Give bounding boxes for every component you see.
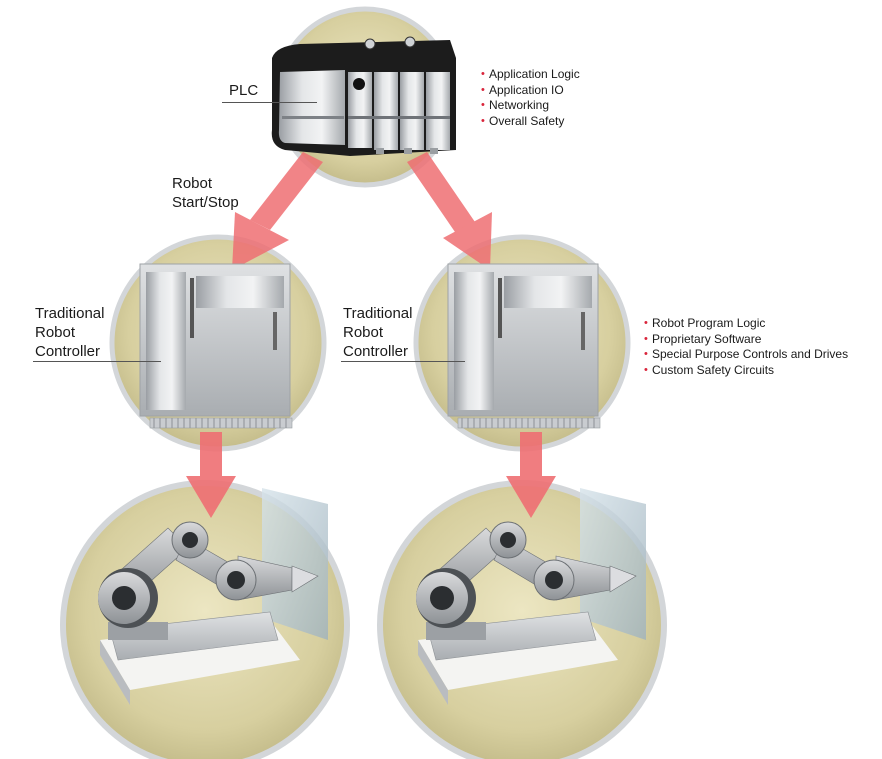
controller-feature-list: •Robot Program Logic •Proprietary Softwa… (644, 316, 848, 378)
robot-arm-right (416, 488, 646, 705)
controller-cabinet-left (139, 263, 293, 429)
plc-label-underline (222, 102, 317, 103)
list-item: •Application Logic (481, 67, 580, 81)
list-item: •Robot Program Logic (644, 316, 766, 330)
list-item: •Overall Safety (481, 113, 565, 128)
arrow-left-controller-to-robot (186, 432, 236, 518)
list-item: •Proprietary Software (644, 331, 762, 346)
list-item: •Networking (481, 98, 550, 112)
plc-label: PLC (229, 81, 258, 100)
list-item: •Application IO (481, 82, 564, 97)
start-stop-label: Robot Start/Stop (172, 175, 239, 211)
arrow-right-controller-to-robot (506, 432, 556, 518)
controller-label-right-underline (341, 361, 465, 362)
list-item: •Custom Safety Circuits (644, 362, 775, 377)
list-item: •Special Purpose Controls and Drives (644, 347, 849, 361)
plc-status-led-icon (353, 78, 365, 90)
controller-cabinet-right (447, 263, 601, 429)
arrow-plc-to-right-controller (407, 152, 492, 270)
plc-label-text: PLC (229, 82, 259, 99)
controller-label-left-underline (33, 361, 161, 362)
controller-label-right: Traditional Robot Controller (343, 305, 413, 360)
robot-arm-left (98, 488, 328, 705)
controller-label-left: Traditional Robot Controller (35, 305, 105, 360)
plc-rack (271, 36, 456, 156)
arrow-plc-to-left-controller (232, 152, 323, 270)
plc-feature-list: •Application Logic •Application IO •Netw… (481, 67, 580, 129)
